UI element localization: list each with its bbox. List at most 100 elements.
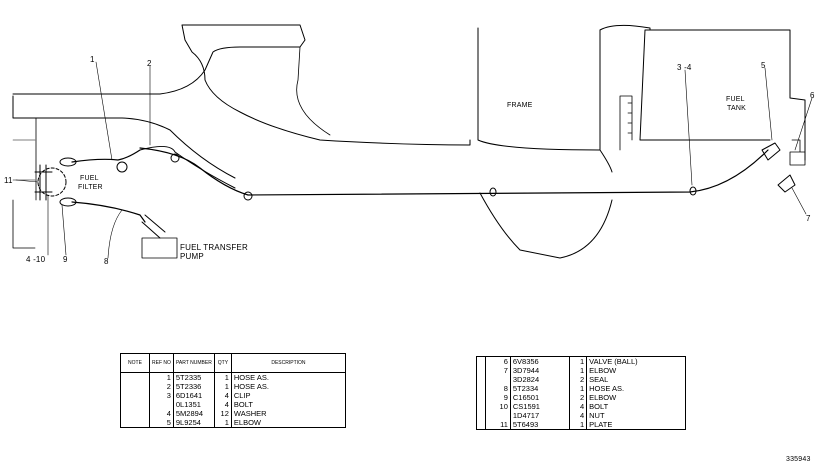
hose-1 xyxy=(71,149,141,163)
cell-part-number: C16501 xyxy=(510,393,571,402)
cell-note xyxy=(120,391,150,400)
cell-description: ELBOW xyxy=(589,393,617,402)
frame-arm-upper xyxy=(12,24,471,146)
cell-qty: 1 xyxy=(214,418,232,428)
cell-ref-no: 11 xyxy=(485,420,511,430)
cell-qty: 1 xyxy=(569,420,588,430)
valve-ball xyxy=(761,142,781,161)
label-pump-1: FUEL TRANSFER xyxy=(180,243,248,252)
cell-part-number: 5M2894 xyxy=(173,409,215,418)
cell-note xyxy=(120,400,150,409)
leader-9 xyxy=(61,204,67,256)
cell-qty: 1 xyxy=(214,382,232,391)
cell-part-number: 3D2824 xyxy=(510,375,571,384)
cell-note xyxy=(120,409,150,418)
cell-qty: 1 xyxy=(569,366,588,375)
cell-part-number: 9L9254 xyxy=(173,418,215,428)
header-qty: QTY xyxy=(214,353,232,373)
cell-ref-no xyxy=(149,400,174,409)
cell-qty: 4 xyxy=(214,391,232,400)
leader-7 xyxy=(791,187,807,215)
cell-qty: 4 xyxy=(569,411,588,420)
fuel-line-main xyxy=(139,147,769,196)
elbow-7 xyxy=(777,174,796,193)
label-pump-2: PUMP xyxy=(180,252,204,261)
cell-qty: 4 xyxy=(569,402,588,411)
parts-table-header: NOTE REF NO PART NUMBER QTY DESCRIPTION xyxy=(120,353,346,373)
cell-note xyxy=(476,375,487,384)
cell-part-number: 5T2335 xyxy=(173,372,215,382)
cell-note xyxy=(476,393,487,402)
cell-part-number: 0L1351 xyxy=(173,400,215,409)
label-fuel-tank-1: FUEL xyxy=(726,96,745,103)
label-fuel-filter-2: FILTER xyxy=(78,184,103,191)
cell-part-number: 3D7944 xyxy=(510,366,571,375)
header-note: NOTE xyxy=(120,353,150,373)
clip-2 xyxy=(170,153,180,163)
callout-3-4: 3 -4 xyxy=(677,63,692,72)
callout-5: 5 xyxy=(761,61,766,70)
cell-note xyxy=(120,382,150,391)
parts-table-left: NOTE REF NO PART NUMBER QTY DESCRIPTION … xyxy=(120,353,346,428)
clip-4 xyxy=(489,187,497,197)
filter-mount xyxy=(34,164,53,201)
callout-6: 6 xyxy=(810,91,815,100)
cell-ref-no: 5 xyxy=(149,418,174,428)
cell-note xyxy=(476,411,487,420)
cell-description: CLIP xyxy=(233,391,251,400)
tank-outlet xyxy=(789,139,806,166)
header-ref-no: REF NO xyxy=(149,353,174,373)
filter-fitting-top xyxy=(59,157,77,167)
cell-description: SEAL xyxy=(589,375,609,384)
callout-2: 2 xyxy=(147,59,152,68)
pump-fitting xyxy=(141,214,166,239)
cell-description: WASHER xyxy=(233,409,267,418)
tank-housing xyxy=(639,29,806,161)
label-fuel-filter-1: FUEL xyxy=(80,175,99,182)
leader-3-4 xyxy=(684,69,693,186)
cell-qty: 1 xyxy=(569,384,588,393)
cell-note xyxy=(476,384,487,393)
cell-ref-no xyxy=(485,375,511,384)
cell-ref-no: 4 xyxy=(149,409,174,418)
cell-note xyxy=(120,418,150,428)
callout-11: 11 xyxy=(4,176,13,185)
cell-qty: 1 xyxy=(214,372,232,382)
cell-description: ELBOW xyxy=(589,366,617,375)
cell-qty: 1 xyxy=(569,356,588,366)
cell-ref-no: 10 xyxy=(485,402,511,411)
cell-description: HOSE AS. xyxy=(589,384,625,393)
cell-description: PLATE xyxy=(589,420,613,429)
cell-ref-no: 7 xyxy=(485,366,511,375)
label-fuel-tank-2: TANK xyxy=(727,105,746,112)
cell-note xyxy=(476,356,487,366)
cell-qty: 2 xyxy=(569,393,588,402)
tank-bracket xyxy=(619,95,633,151)
cell-note xyxy=(476,402,487,411)
cell-ref-no: 8 xyxy=(485,384,511,393)
cell-qty: 2 xyxy=(569,375,588,384)
cell-note xyxy=(120,372,150,382)
cell-qty: 4 xyxy=(214,400,232,409)
frame-arm-outline xyxy=(12,95,236,179)
frame-rear-lower xyxy=(12,139,36,181)
cell-qty: 12 xyxy=(214,409,232,418)
frame-lower-shape xyxy=(479,192,613,259)
filter-fitting-bot xyxy=(59,197,77,207)
cell-part-number: CS1591 xyxy=(510,402,571,411)
